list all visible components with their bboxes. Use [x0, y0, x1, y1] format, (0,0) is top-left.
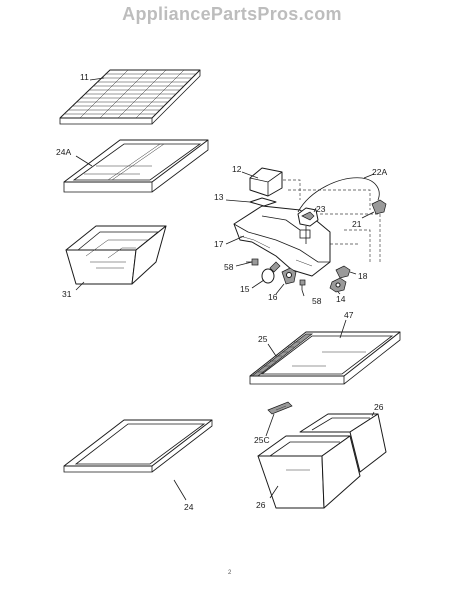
crisper-bin-part-31[interactable] [65, 225, 167, 285]
leader-line-25 [267, 343, 277, 357]
part-label-23: 23 [316, 204, 326, 214]
tube-clip-part-21[interactable] [371, 199, 387, 215]
crisper-drawer-part-26-front[interactable] [257, 435, 361, 509]
light-shield-part-13[interactable] [249, 197, 277, 207]
crisper-drawer-part-26-back[interactable] [299, 413, 387, 473]
crisper-rail-part-25C[interactable] [267, 401, 293, 415]
part-label-24: 24 [184, 502, 194, 512]
thermostat-part-23[interactable] [297, 207, 319, 244]
part-label-22A: 22A [372, 167, 387, 177]
wire-shelf-part-11[interactable] [59, 69, 201, 125]
leader-line-47 [339, 319, 347, 339]
page-mark: 2 [228, 570, 232, 576]
control-knob-part-14[interactable] [329, 277, 347, 293]
leader-line-25C [265, 413, 275, 437]
leader-line-26-front [269, 485, 279, 499]
part-label-16: 16 [268, 292, 278, 302]
part-label-25C: 25C [254, 435, 270, 445]
part-label-14: 14 [336, 294, 346, 304]
part-label-31: 31 [62, 289, 72, 299]
leader-line-24 [173, 479, 187, 501]
leader-line-17 [225, 235, 245, 245]
leader-line-24A [75, 155, 93, 167]
part-label-24A: 24A [56, 147, 71, 157]
light-socket-part-16[interactable] [281, 267, 297, 285]
leader-line-18 [349, 271, 357, 275]
leader-line-16 [275, 283, 285, 295]
light-bulb-part-15[interactable] [261, 261, 281, 284]
leader-line-23 [313, 207, 317, 213]
part-label-17: 17 [214, 239, 224, 249]
part-label-26-back: 26 [374, 402, 384, 412]
leader-line-22A [363, 173, 375, 179]
part-label-25: 25 [258, 334, 268, 344]
leader-line-26-back [371, 411, 375, 417]
leader-line-11 [89, 77, 105, 81]
damper-knob-part-18[interactable] [335, 265, 351, 279]
glass-shelf-part-24A[interactable] [63, 139, 209, 193]
leader-line-58-right [301, 289, 305, 297]
leader-line-13 [225, 199, 251, 203]
leader-line-14 [337, 291, 341, 295]
site-watermark: AppliancePartsPros.com [122, 4, 342, 24]
part-label-12: 12 [232, 164, 242, 174]
part-label-47: 47 [344, 310, 354, 320]
leader-line-12 [241, 171, 259, 179]
leader-line-31 [75, 281, 85, 291]
leader-line-15 [251, 279, 265, 289]
part-label-13: 13 [214, 192, 224, 202]
part-label-58-left: 58 [224, 262, 234, 272]
part-label-11: 11 [80, 72, 89, 82]
glass-shelf-part-24[interactable] [63, 419, 213, 473]
glass-shelf-part-47[interactable] [249, 331, 401, 385]
shelf-trim-part-25[interactable] [250, 333, 314, 377]
part-label-58-right: 58 [312, 296, 322, 306]
screw-part-58-right[interactable] [299, 279, 306, 290]
leader-line-21 [361, 211, 375, 219]
control-cover-part-12[interactable] [249, 167, 283, 197]
leader-line-58-left [235, 261, 253, 267]
part-label-21: 21 [352, 219, 362, 229]
part-label-26-front: 26 [256, 500, 266, 510]
capillary-tube-part-22A[interactable] [297, 177, 380, 213]
part-label-15: 15 [240, 284, 250, 294]
part-label-18: 18 [358, 271, 368, 281]
